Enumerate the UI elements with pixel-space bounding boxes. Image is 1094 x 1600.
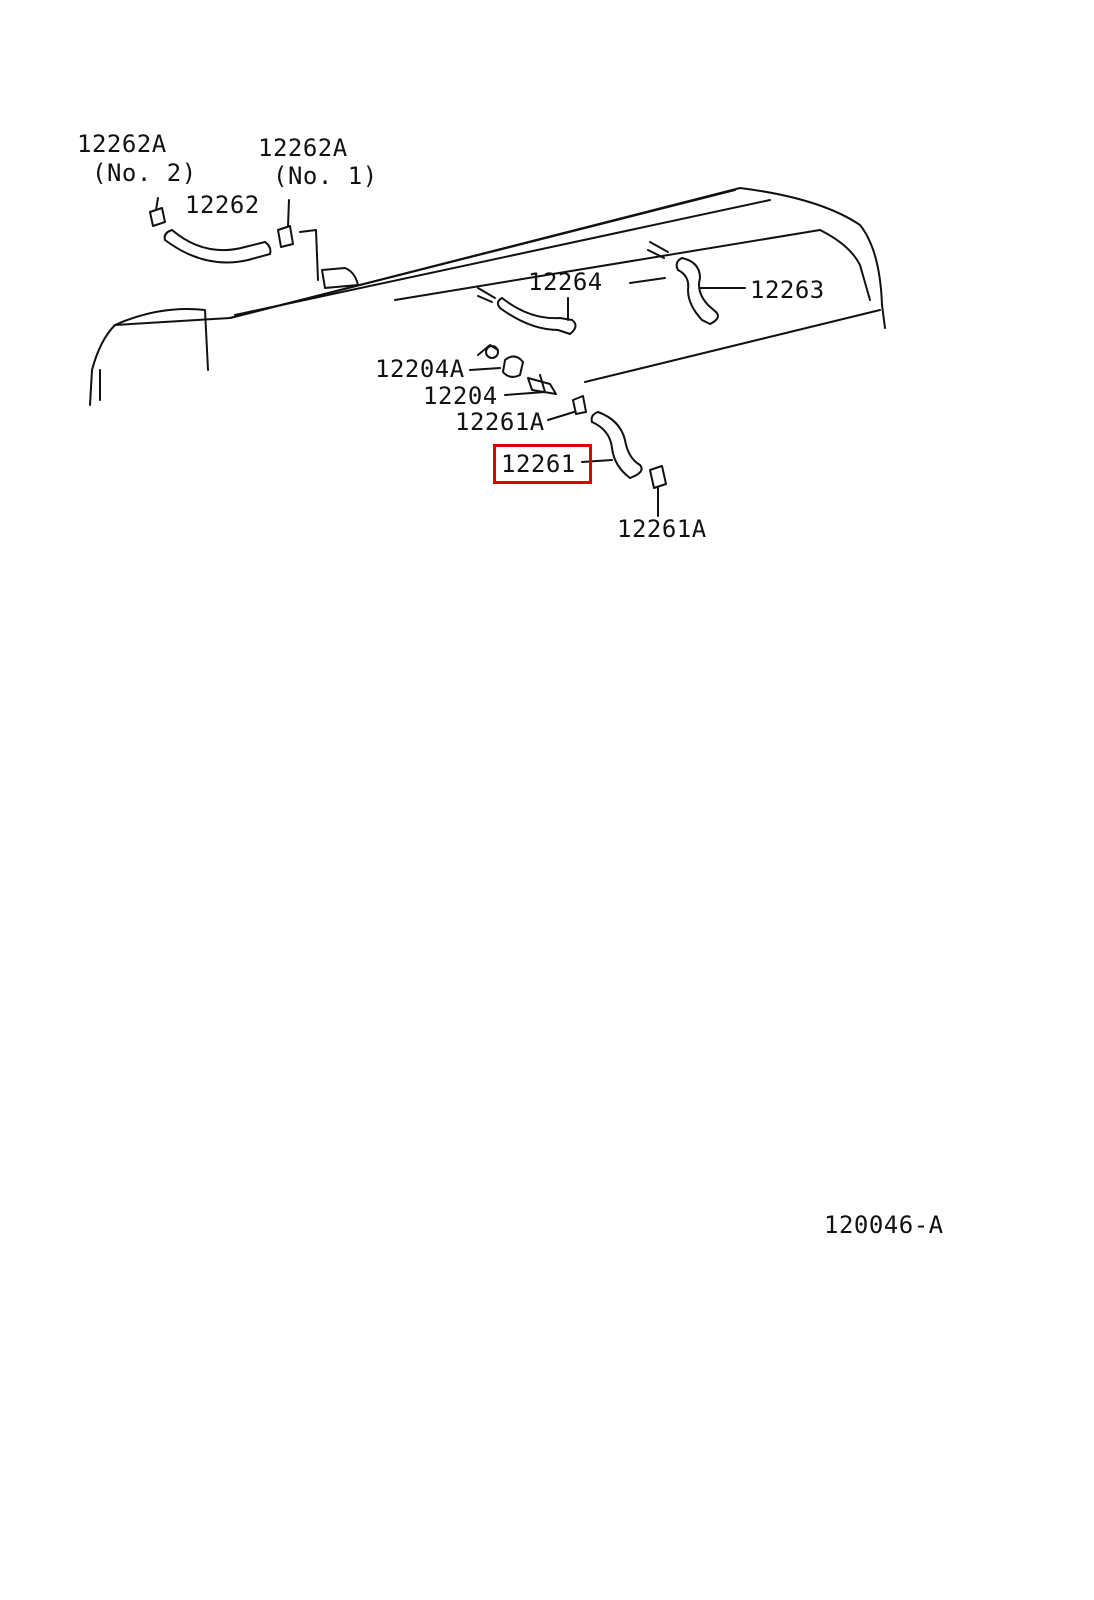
clamp-12261A-lower [650,466,666,516]
clamp-12261A-upper [548,396,586,420]
part-label-12261A-upper[interactable]: 12261A [455,408,545,436]
part-label-12261A-lower[interactable]: 12261A [617,515,707,543]
part-label-12262A-no1-sub: (No. 1) [273,162,378,190]
hose-12262 [165,230,271,263]
part-label-12262A-no2-sub: (No. 2) [92,159,197,187]
part-label-12264[interactable]: 12264 [528,268,603,296]
part-label-12262A-no1[interactable]: 12262A [258,134,348,162]
head-cover-outline [90,188,885,405]
clamp-12262A-no2 [150,198,165,226]
hose-12263 [630,242,745,324]
hose-12264 [478,288,576,334]
part-label-12262A-no2[interactable]: 12262A [77,130,167,158]
part-label-12263[interactable]: 12263 [750,276,825,304]
part-label-12204A[interactable]: 12204A [375,355,465,383]
part-label-12204[interactable]: 12204 [423,382,498,410]
clamp-12262A-no1 [278,200,358,288]
part-label-12262[interactable]: 12262 [185,191,260,219]
hose-12261 [582,412,642,478]
part-label-12261[interactable]: 12261 [501,450,576,478]
highlight-box [493,444,592,484]
diagram-id: 120046-A [824,1211,944,1239]
pcv-valve-group [470,345,556,395]
